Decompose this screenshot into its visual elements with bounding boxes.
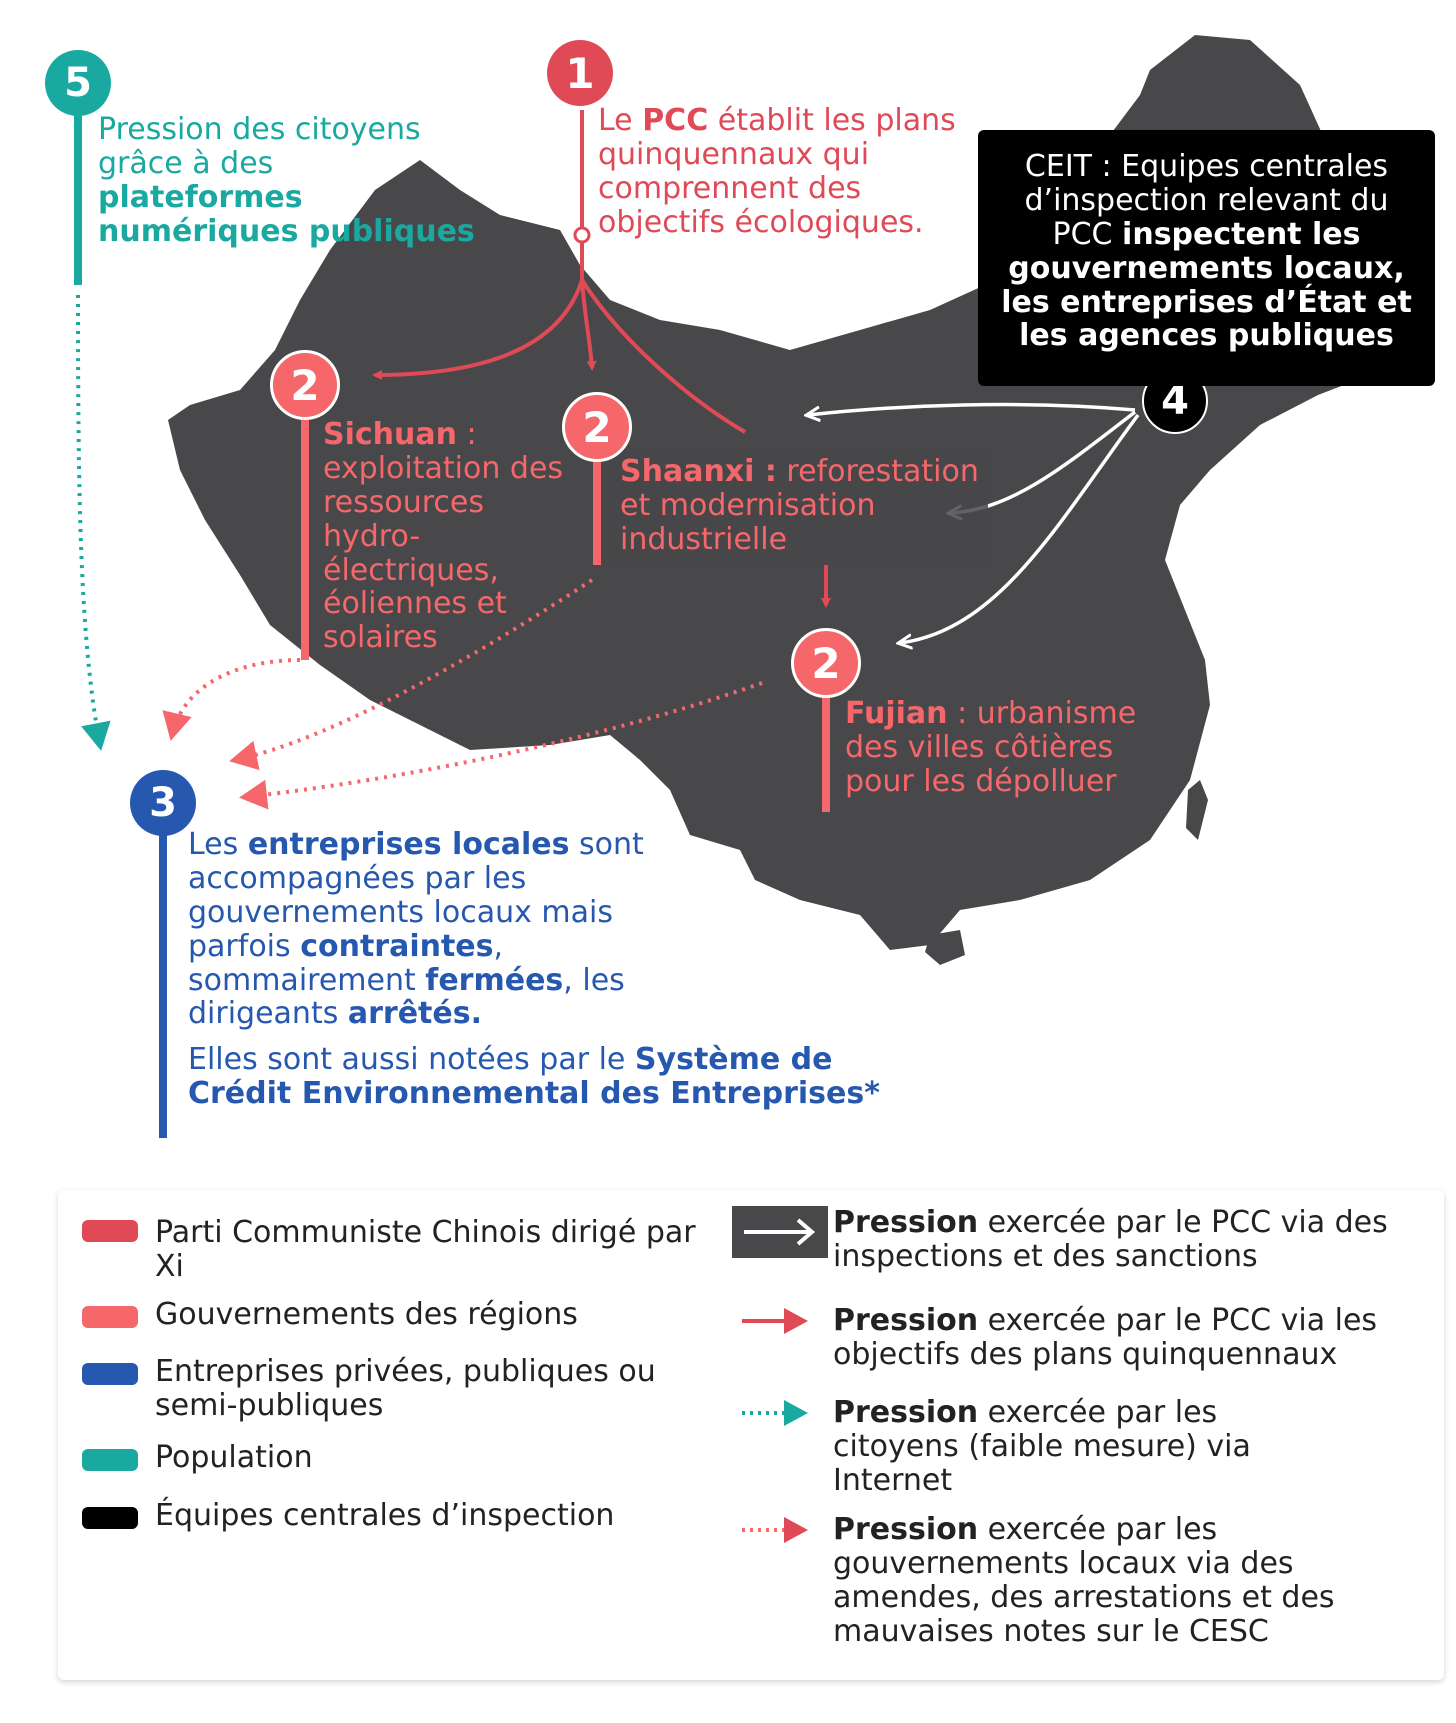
- legend-swatch-companies: [82, 1363, 138, 1385]
- shaanxi-text: Shaanxi : reforestation et modernisation…: [620, 454, 979, 557]
- companies-text-1: Les entreprises locales sont accompagnée…: [188, 827, 644, 1032]
- ceit-box: [978, 130, 1435, 386]
- legend-swatch-population: [82, 1449, 138, 1471]
- legend-arrow-label-local-gov: Pression exercée par les gouvernements l…: [833, 1512, 1335, 1649]
- region-dotted-1: [162, 658, 301, 741]
- badge-2-shaanxi: 2: [562, 392, 632, 462]
- pcc-arrow-shaanxi: [580, 279, 597, 371]
- legend-icon-salmon-dotted-arrow: [742, 1517, 808, 1543]
- region-dotted-3: [239, 681, 763, 810]
- badge-2-fujian: 2: [791, 628, 861, 698]
- sichuan-text: Sichuan : exploitation des ressources hy…: [323, 417, 564, 656]
- hainan-shape: [925, 930, 965, 965]
- legend-panel: [58, 1190, 1444, 1680]
- pcc-junction: [573, 226, 591, 244]
- legend-swatch-regions: [82, 1306, 138, 1328]
- ceit-arrow-1: [808, 402, 1136, 415]
- legend-label-companies: Entreprises privées, publiques ou semi-p…: [155, 1354, 656, 1423]
- legend-arrow-label-citizens: Pression exercée par les citoyens (faibl…: [833, 1395, 1251, 1498]
- companies-text-2: Elles sont aussi notées par le Système d…: [188, 1042, 880, 1111]
- badge-5: 5: [45, 50, 111, 116]
- citizen-dotted: [76, 294, 111, 751]
- legend-label-inspection: Équipes centrales d’inspection: [155, 1498, 615, 1533]
- legend-swatch-pcc: [82, 1220, 138, 1242]
- badge-1: 1: [547, 40, 613, 106]
- legend-swatch-inspection: [82, 1507, 138, 1529]
- pcc-text: Le PCC établit les plans quinquennaux qu…: [598, 103, 956, 240]
- legend-arrow-label-inspection: Pression exercée par le PCC via des insp…: [833, 1205, 1388, 1274]
- legend-label-pcc: Parti Communiste Chinois dirigé par Xi: [155, 1215, 696, 1284]
- legend-icon-red-arrow: [742, 1308, 808, 1334]
- ceit-arrow-3: [900, 413, 1140, 643]
- legend-label-population: Population: [155, 1440, 313, 1475]
- badge-2-sichuan: 2: [270, 350, 340, 420]
- legend-label-regions: Gouvernements des régions: [155, 1297, 578, 1332]
- pcc-arrow-sichuan: [372, 279, 584, 380]
- taiwan-shape: [1186, 780, 1208, 840]
- ceit-text: CEIT : Equipes centrales d’inspection re…: [1001, 149, 1412, 354]
- citizen-text: Pression des citoyens grâce à des platef…: [98, 112, 475, 249]
- legend-icon-white-arrow: [732, 1206, 828, 1258]
- badge-4: 4: [1142, 368, 1208, 434]
- pcc-line-east: [580, 278, 747, 434]
- shaanxi-label-bg: [608, 452, 988, 562]
- legend-icon-teal-dotted-arrow: [742, 1400, 808, 1426]
- legend-arrow-label-plans: Pression exercée par le PCC via les obje…: [833, 1303, 1378, 1372]
- badge-3: 3: [130, 770, 196, 836]
- fujian-text: Fujian : urbanisme des villes côtières p…: [845, 696, 1137, 799]
